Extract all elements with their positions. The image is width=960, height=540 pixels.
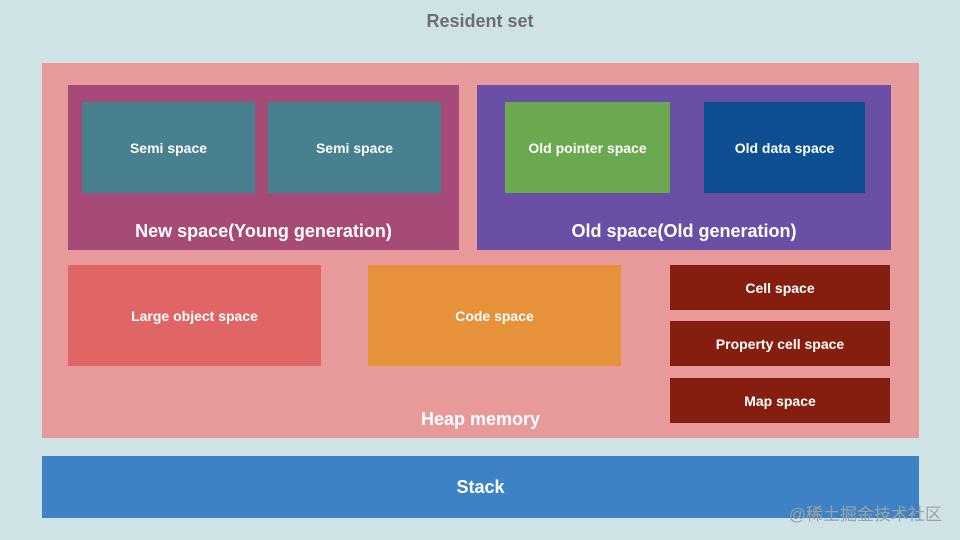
old-data-space-box: Old data space <box>704 102 865 193</box>
semi-space-box-2: Semi space <box>268 102 441 193</box>
code-space-box: Code space <box>368 265 621 366</box>
watermark: @稀土掘金技术社区 <box>788 504 942 524</box>
semi-space-box-1: Semi space <box>82 102 255 193</box>
map-space-box: Map space <box>670 378 890 423</box>
old-space-label: Old space(Old generation) <box>571 220 797 241</box>
resident-set-title: Resident set <box>426 10 534 31</box>
heap-memory-label: Heap memory <box>420 408 541 429</box>
old-pointer-space-box: Old pointer space <box>505 102 670 193</box>
stack-region: Stack <box>42 456 919 518</box>
cell-space-box: Cell space <box>670 265 890 310</box>
large-object-space-box: Large object space <box>68 265 321 366</box>
new-space-label: New space(Young generation) <box>135 220 392 241</box>
property-cell-space-box: Property cell space <box>670 321 890 366</box>
